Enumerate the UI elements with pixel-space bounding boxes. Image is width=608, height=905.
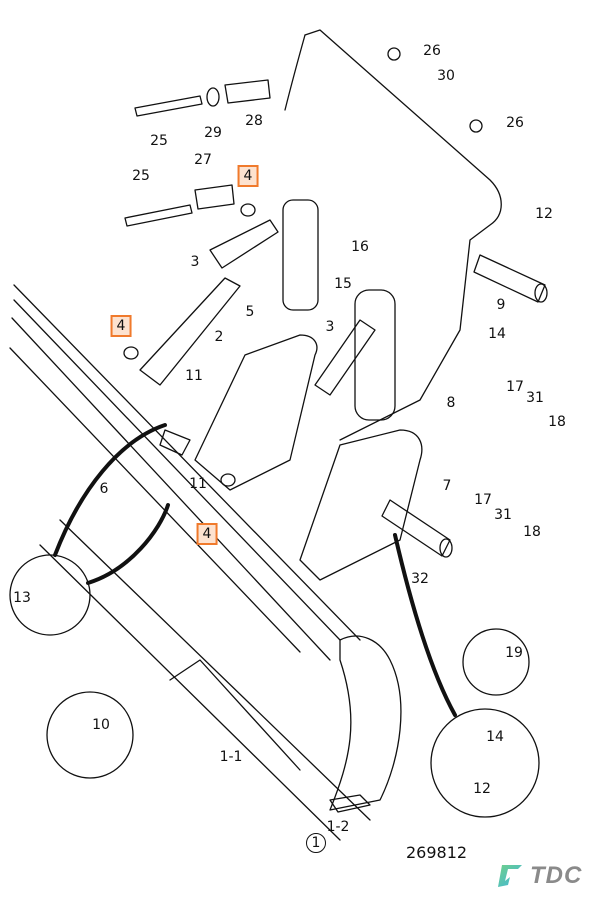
detail-leader xyxy=(53,423,457,717)
callout-label[interactable]: 27 xyxy=(194,152,212,168)
callout-label[interactable]: 26 xyxy=(423,43,441,59)
callout-label[interactable]: 26 xyxy=(506,115,524,131)
mounting-plate xyxy=(284,29,502,441)
callout-label[interactable]: 9 xyxy=(496,297,506,313)
callout-label[interactable]: 15 xyxy=(334,276,352,292)
callout-label[interactable]: 14 xyxy=(488,326,506,342)
callout-label[interactable]: 1 xyxy=(306,833,326,853)
callout-label[interactable]: 17 xyxy=(506,379,524,395)
pin xyxy=(159,254,548,558)
bolt xyxy=(124,95,203,227)
callout-label[interactable]: 28 xyxy=(245,113,263,129)
callout-label[interactable]: 1-2 xyxy=(326,819,350,835)
callout-label[interactable]: 10 xyxy=(92,717,110,733)
callout-label[interactable]: 25 xyxy=(150,133,168,149)
callout-label[interactable]: 19 xyxy=(505,645,523,661)
washer xyxy=(206,87,220,107)
callout-label[interactable]: 31 xyxy=(494,507,512,523)
bracket xyxy=(194,334,318,491)
callout-label[interactable]: 7 xyxy=(442,478,452,494)
callout-label[interactable]: 1-1 xyxy=(219,749,243,765)
callout-label[interactable]: 6 xyxy=(99,481,109,497)
drawing-number: 269812 xyxy=(406,843,468,862)
callout-label[interactable]: 14 xyxy=(486,729,504,745)
callout-label[interactable]: 11 xyxy=(189,476,207,492)
callout-label[interactable]: 18 xyxy=(548,414,566,430)
callout-label[interactable]: 3 xyxy=(190,254,200,270)
brand-name: TDC xyxy=(530,862,583,889)
brand-logo[interactable]: TDC xyxy=(496,862,582,890)
callout-label[interactable]: 18 xyxy=(523,524,541,540)
tdc-logo-icon xyxy=(498,865,522,887)
bucket-tooth xyxy=(329,635,402,813)
callout-label[interactable]: 12 xyxy=(535,206,553,222)
callout-label[interactable]: 3 xyxy=(325,319,335,335)
callout-label-highlighted[interactable]: 4 xyxy=(196,523,218,545)
callout-label[interactable]: 5 xyxy=(245,304,255,320)
lower-plate xyxy=(299,429,423,581)
callout-label[interactable]: 29 xyxy=(204,125,222,141)
bushing xyxy=(123,203,256,487)
callout-label[interactable]: 17 xyxy=(474,492,492,508)
callout-label[interactable]: 12 xyxy=(473,781,491,797)
cylinder xyxy=(282,199,396,421)
callout-label[interactable]: 30 xyxy=(437,68,455,84)
callout-label-highlighted[interactable]: 4 xyxy=(110,315,132,337)
callout-label[interactable]: 25 xyxy=(132,168,150,184)
callout-label[interactable]: 8 xyxy=(446,395,456,411)
callout-label[interactable]: 32 xyxy=(411,571,429,587)
link-arm xyxy=(139,219,376,396)
callout-label[interactable]: 16 xyxy=(351,239,369,255)
callout-label[interactable]: 11 xyxy=(185,368,203,384)
callout-label[interactable]: 13 xyxy=(13,590,31,606)
detail-circle xyxy=(9,554,540,818)
callout-label[interactable]: 2 xyxy=(214,329,224,345)
callout-label-highlighted[interactable]: 4 xyxy=(237,165,259,187)
spacer xyxy=(194,79,271,210)
callout-label[interactable]: 31 xyxy=(526,390,544,406)
nut xyxy=(387,47,483,133)
